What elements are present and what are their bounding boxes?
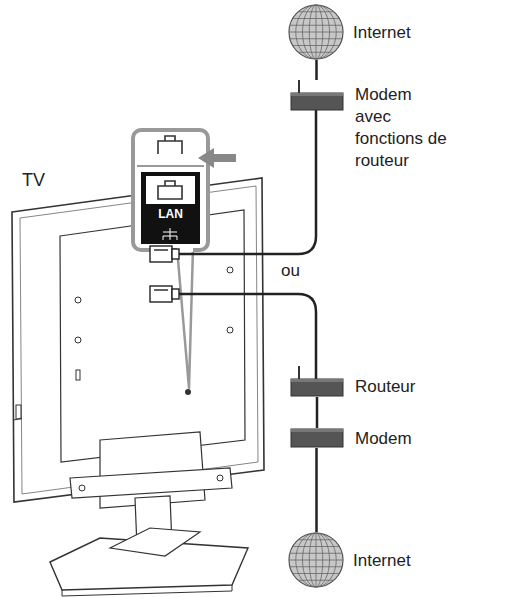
device-box [290,366,344,397]
network-cable [315,448,318,532]
network-device: Modem avec fonctions de routeur [285,80,475,180]
internet-globe: Internet [285,4,475,62]
internet-globe: Internet [285,530,475,592]
device-label: Routeur [355,376,465,398]
network-device: Routeur [285,364,475,400]
alternative-word: ou [281,261,300,280]
network-device: Modem [285,426,475,452]
device-box [290,80,344,111]
device-label: Internet [353,22,463,44]
port-name: LAN [141,207,200,221]
device-box [290,428,344,448]
network-cable [315,60,318,80]
device-label: Modem avec fonctions de routeur [355,84,447,172]
device-label: Modem [355,428,465,450]
device-label: Internet [353,550,463,572]
device-name: TV [22,170,45,190]
network-cable [316,397,319,428]
globe-symbol [288,4,344,60]
globe-symbol [288,532,344,588]
